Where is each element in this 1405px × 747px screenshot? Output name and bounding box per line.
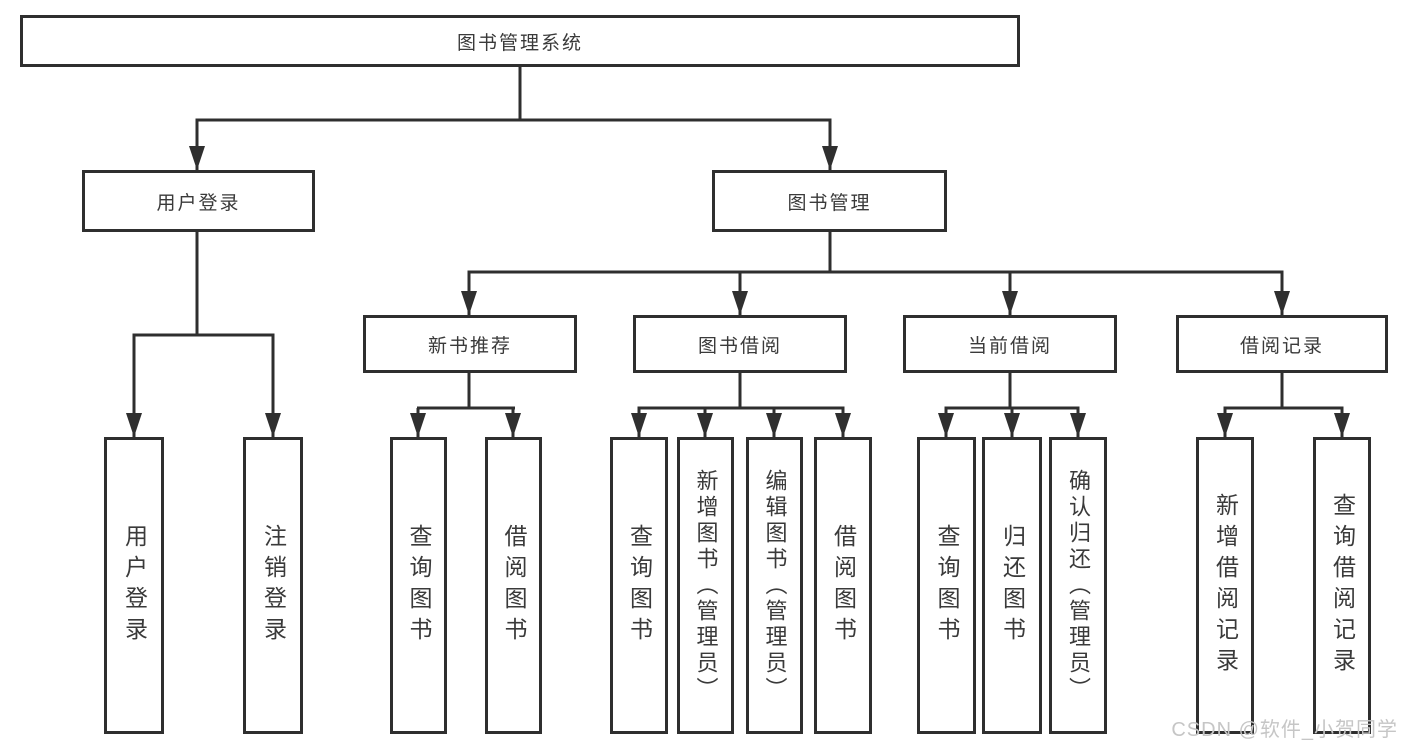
leaf-query-books-borrow: 查询图书 bbox=[610, 437, 668, 734]
leaf-return-books: 归还图书 bbox=[982, 437, 1042, 734]
leaf-label: 新增借阅记录 bbox=[1212, 492, 1239, 679]
leaf-query-books-recommend: 查询图书 bbox=[390, 437, 447, 734]
connector-book-borrow-children bbox=[631, 373, 851, 437]
leaf-label: 确认归还（管理员） bbox=[1066, 468, 1091, 703]
leaf-label: 查询图书 bbox=[934, 523, 960, 648]
leaf-label: 注销登录 bbox=[260, 523, 287, 648]
leaf-label: 查询图书 bbox=[626, 523, 653, 648]
leaf-confirm-return-admin: 确认归还（管理员） bbox=[1049, 437, 1107, 734]
connector-borrow-records-children bbox=[1217, 373, 1350, 437]
leaf-query-books-current: 查询图书 bbox=[917, 437, 976, 734]
leaf-add-borrow-record: 新增借阅记录 bbox=[1196, 437, 1254, 734]
node-root-system: 图书管理系统 bbox=[20, 15, 1020, 67]
leaf-borrow-books-recommend: 借阅图书 bbox=[485, 437, 542, 734]
leaf-label: 归还图书 bbox=[999, 523, 1026, 648]
leaf-add-book-admin: 新增图书（管理员） bbox=[677, 437, 734, 734]
leaf-label: 新增图书（管理员） bbox=[693, 468, 719, 703]
connector-current-borrow-children bbox=[938, 373, 1086, 437]
connector-user-login-children bbox=[126, 232, 281, 437]
leaf-label: 编辑图书（管理员） bbox=[762, 468, 788, 703]
leaf-user-login: 用户登录 bbox=[104, 437, 164, 734]
node-book-management: 图书管理 bbox=[712, 170, 947, 232]
connector-new-book-children bbox=[410, 373, 521, 437]
leaf-edit-book-admin: 编辑图书（管理员） bbox=[746, 437, 803, 734]
leaf-borrow-books: 借阅图书 bbox=[814, 437, 872, 734]
leaf-label: 查询借阅记录 bbox=[1329, 492, 1356, 679]
connector-book-management-children bbox=[461, 232, 1290, 315]
leaf-label: 借阅图书 bbox=[501, 523, 527, 648]
leaf-query-borrow-record: 查询借阅记录 bbox=[1313, 437, 1371, 734]
leaf-logout: 注销登录 bbox=[243, 437, 303, 734]
node-current-borrow: 当前借阅 bbox=[903, 315, 1117, 373]
connector-root-to-level2 bbox=[189, 66, 838, 170]
leaf-label: 查询图书 bbox=[406, 523, 432, 648]
leaf-label: 借阅图书 bbox=[830, 523, 857, 648]
node-book-borrow: 图书借阅 bbox=[633, 315, 847, 373]
csdn-watermark: CSDN @软件_小贺同学 bbox=[1171, 719, 1398, 741]
node-borrow-records: 借阅记录 bbox=[1176, 315, 1388, 373]
node-new-book-recommend: 新书推荐 bbox=[363, 315, 577, 373]
node-user-login: 用户登录 bbox=[82, 170, 315, 232]
leaf-label: 用户登录 bbox=[121, 523, 148, 648]
